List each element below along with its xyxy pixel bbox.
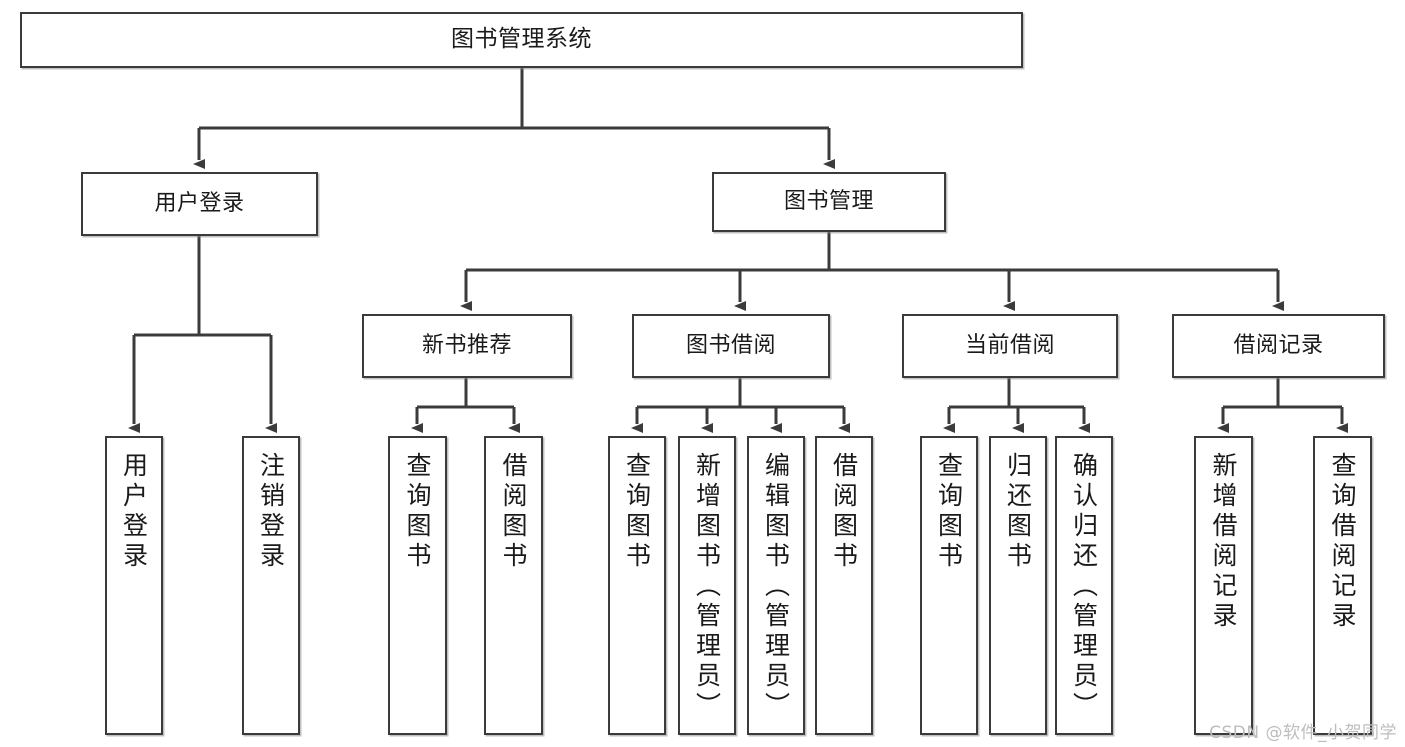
node-root-system[interactable]: 图书管理系统: [20, 12, 1023, 68]
leaf-user-login[interactable]: 用户登录: [105, 436, 163, 735]
node-user-login[interactable]: 用户登录: [81, 172, 318, 236]
node-new-book-recommend[interactable]: 新书推荐: [362, 314, 572, 378]
node-current-borrow[interactable]: 当前借阅: [902, 314, 1118, 378]
node-label: 借阅图书: [499, 452, 528, 572]
leaf-query-book-2[interactable]: 查询图书: [608, 436, 666, 735]
leaf-return-book[interactable]: 归还图书: [989, 436, 1047, 735]
node-label: 注销登录: [256, 452, 286, 572]
node-label: 查询借阅记录: [1328, 452, 1357, 632]
leaf-query-book-3[interactable]: 查询图书: [920, 436, 978, 735]
leaf-query-borrow-record[interactable]: 查询借阅记录: [1313, 436, 1372, 735]
node-label: 借阅图书: [829, 452, 859, 572]
node-label: 当前借阅: [964, 333, 1055, 359]
node-label: 借阅记录: [1233, 333, 1324, 359]
node-label: 图书管理系统: [451, 26, 592, 53]
node-book-management[interactable]: 图书管理: [712, 172, 946, 232]
node-label: 新书推荐: [421, 333, 512, 359]
leaf-query-book-1[interactable]: 查询图书: [388, 436, 447, 735]
leaf-edit-book-admin[interactable]: 编辑图书（管理员）: [747, 436, 805, 735]
node-label: 图书管理: [783, 189, 874, 215]
node-book-borrow[interactable]: 图书借阅: [632, 314, 830, 378]
leaf-confirm-return-admin[interactable]: 确认归还（管理员）: [1055, 436, 1113, 735]
leaf-borrow-book-1[interactable]: 借阅图书: [484, 436, 543, 735]
node-label: 查询图书: [622, 452, 652, 572]
leaf-logout[interactable]: 注销登录: [242, 436, 300, 735]
leaf-add-book-admin[interactable]: 新增图书（管理员）: [678, 436, 736, 735]
leaf-borrow-book-2[interactable]: 借阅图书: [815, 436, 873, 735]
node-label: 新增借阅记录: [1209, 452, 1238, 632]
node-borrow-record[interactable]: 借阅记录: [1172, 314, 1385, 378]
node-label: 归还图书: [1003, 452, 1033, 572]
node-label: 查询图书: [403, 452, 432, 572]
node-label: 确认归还（管理员）: [1069, 452, 1099, 722]
node-label: 新增图书（管理员）: [692, 452, 722, 722]
node-label: 图书借阅: [685, 333, 776, 359]
node-label: 用户登录: [154, 191, 245, 217]
node-label: 用户登录: [119, 452, 149, 572]
csdn-watermark: CSDN @软件_小贺同学: [1209, 723, 1397, 743]
leaf-add-borrow-record[interactable]: 新增借阅记录: [1194, 436, 1253, 735]
node-label: 编辑图书（管理员）: [761, 452, 791, 722]
node-label: 查询图书: [934, 452, 964, 572]
